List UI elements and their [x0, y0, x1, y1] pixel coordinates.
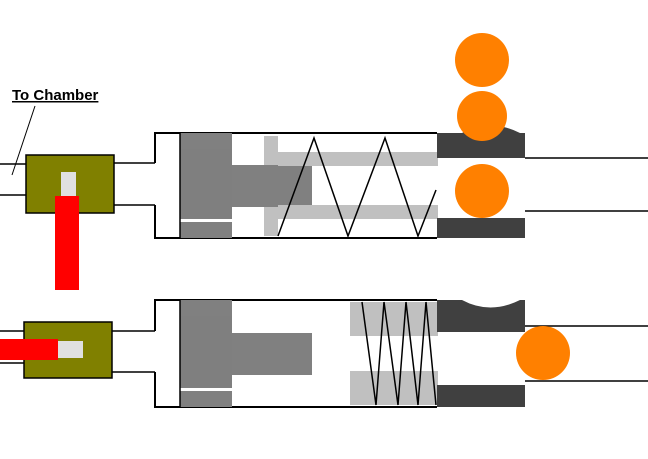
bottom-piston-front [180, 316, 232, 388]
top-main-body-outline [154, 132, 437, 239]
bottom-ball [516, 326, 570, 380]
top-piston-front [180, 149, 232, 219]
top-spring [277, 135, 437, 239]
bottom-main-body-outline [154, 299, 437, 408]
top-piston-collar-dark [264, 165, 278, 207]
bottom-valve-port [58, 341, 83, 358]
bottom-piston-cap-top [180, 300, 232, 316]
top-spring-guide-upper [278, 152, 438, 166]
to-chamber-label: To Chamber [12, 87, 99, 104]
bottom-breech-lower [437, 385, 525, 407]
top-ball-2 [457, 91, 507, 141]
top-piston-cap-top [180, 133, 232, 149]
bottom-piston-cap-bottom [180, 391, 232, 407]
top-breech-lower [437, 218, 525, 238]
bottom-breech-inner [437, 318, 525, 332]
bottom-breech-upper [437, 300, 525, 318]
top-ball-1 [455, 33, 509, 87]
bottom-piston-rod [232, 333, 312, 375]
top-spring-guide-lower [278, 205, 438, 219]
top-valve-port [61, 172, 76, 197]
bottom-assembly [0, 299, 648, 408]
top-piston-cap-bottom [180, 222, 232, 238]
top-breech-upper [437, 125, 525, 158]
top-assembly [0, 33, 648, 290]
bottom-spring [361, 301, 437, 406]
top-valve-pin [55, 196, 79, 290]
bottom-valve-pin [0, 339, 58, 360]
top-ball-3 [455, 164, 509, 218]
